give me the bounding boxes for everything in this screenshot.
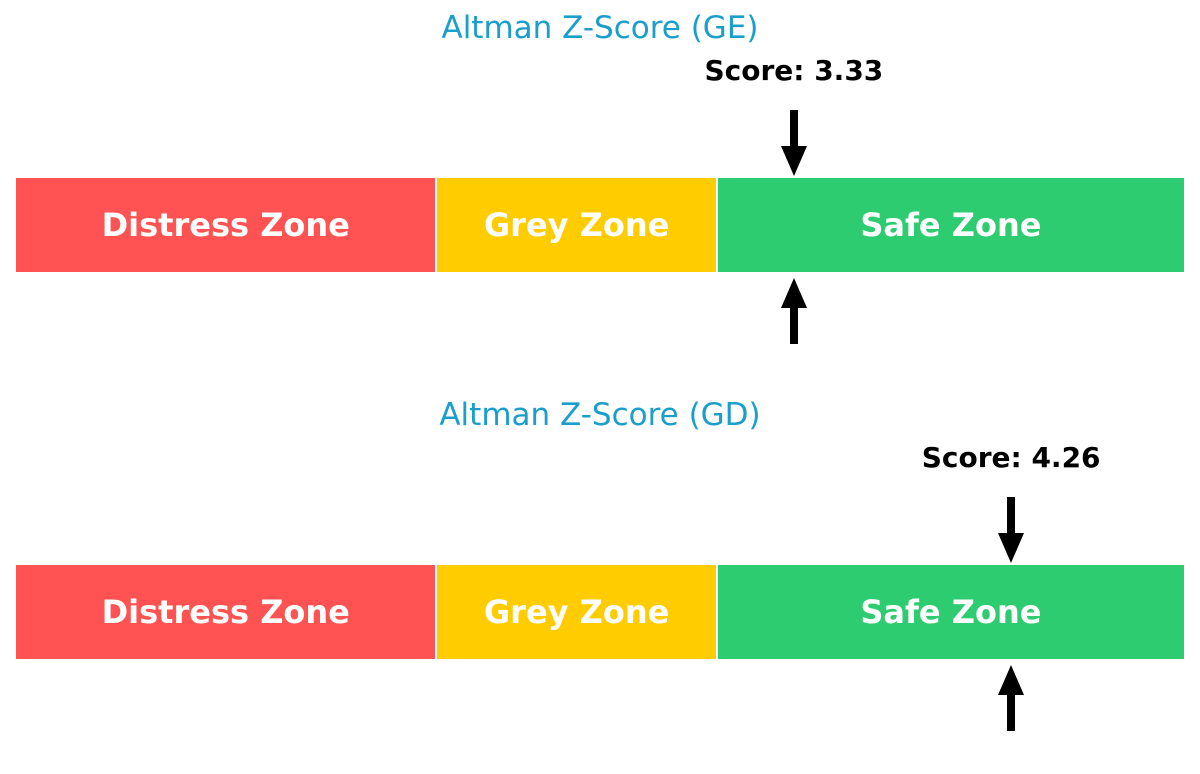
arrow-up-icon <box>780 278 807 344</box>
zone-bar: Distress Zone Grey Zone Safe Zone <box>16 565 1184 659</box>
zone-label: Safe Zone <box>860 206 1042 244</box>
score-label: Score: 3.33 <box>704 54 884 87</box>
arrow-down-icon <box>998 497 1025 563</box>
zscore-panel-gd: Altman Z-Score (GD) Score: 4.26 Distress… <box>0 387 1200 747</box>
zone-label: Distress Zone <box>101 206 350 244</box>
chart-title: Altman Z-Score (GD) <box>439 397 761 433</box>
zone-label: Distress Zone <box>101 593 350 631</box>
distress-zone: Distress Zone <box>16 565 436 659</box>
zone-label: Grey Zone <box>483 593 670 631</box>
zone-label: Safe Zone <box>860 593 1042 631</box>
grey-zone: Grey Zone <box>437 178 716 272</box>
safe-zone: Safe Zone <box>717 565 1184 659</box>
score-label: Score: 4.26 <box>921 441 1101 474</box>
zone-bar: Distress Zone Grey Zone Safe Zone <box>16 178 1184 272</box>
zscore-panel-ge: Altman Z-Score (GE) Score: 3.33 Distress… <box>0 0 1200 360</box>
distress-zone: Distress Zone <box>16 178 436 272</box>
grey-zone: Grey Zone <box>437 565 716 659</box>
arrow-down-icon <box>780 110 807 176</box>
zone-label: Grey Zone <box>483 206 670 244</box>
chart-title: Altman Z-Score (GE) <box>441 10 759 46</box>
safe-zone: Safe Zone <box>717 178 1184 272</box>
arrow-up-icon <box>998 665 1025 731</box>
